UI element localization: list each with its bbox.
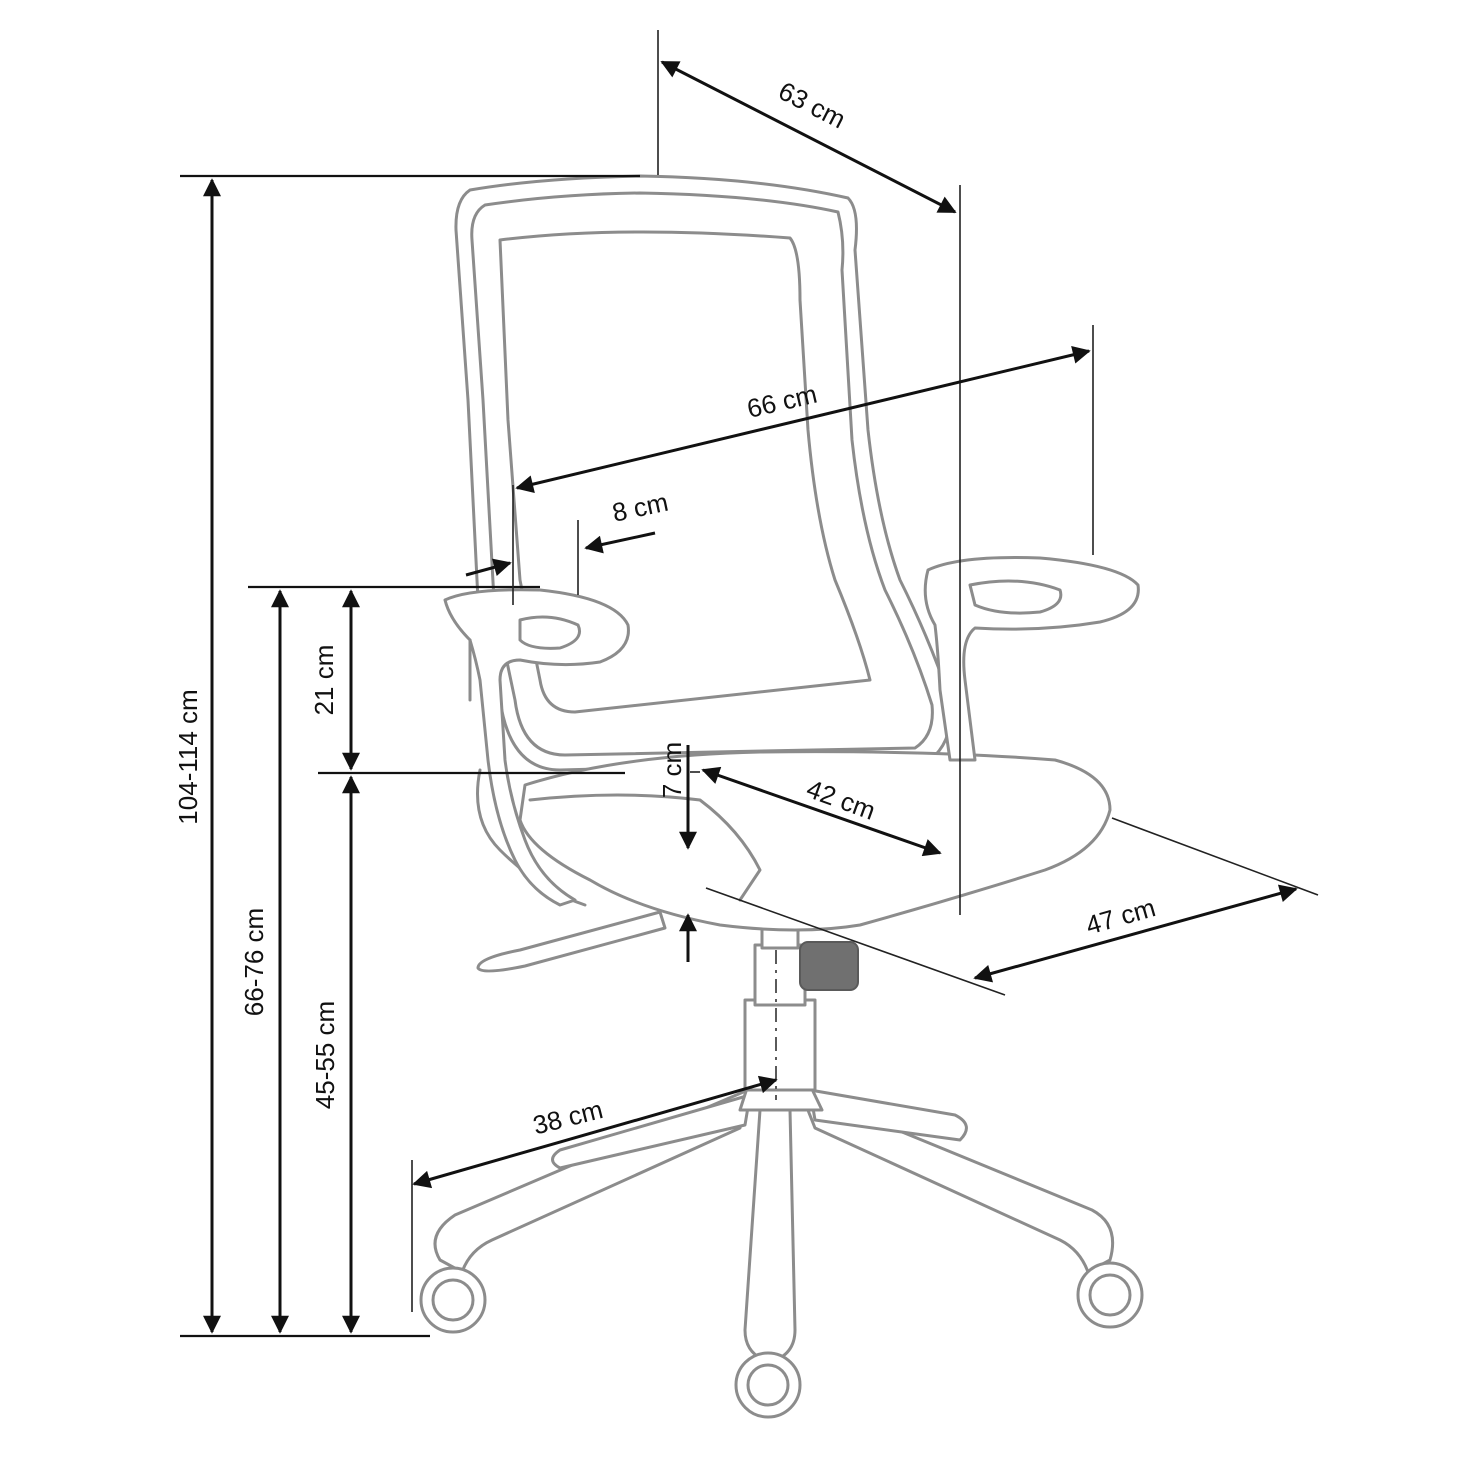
dim-arrow-seat-width bbox=[701, 766, 942, 857]
extension-lines bbox=[180, 30, 1319, 1338]
dim-arrow-armrest-width bbox=[515, 346, 1091, 493]
dim-arrow-armrest-pad-a bbox=[465, 558, 512, 577]
chair-casters bbox=[419, 1261, 1144, 1419]
label-seat-depth: 47 cm bbox=[1082, 892, 1158, 940]
dim-arrow-base-radius bbox=[412, 1075, 778, 1189]
chair-height-lever bbox=[476, 910, 667, 973]
chair-gas-column bbox=[743, 926, 817, 1100]
chair-left-armrest bbox=[443, 588, 630, 907]
label-seat-height: 45-55 cm bbox=[310, 1001, 340, 1109]
chair-backrest bbox=[454, 174, 953, 772]
dim-arrow-seat-depth bbox=[973, 884, 1298, 983]
label-armrest-height: 66-76 cm bbox=[239, 908, 269, 1016]
label-armrest-above-seat: 21 cm bbox=[309, 645, 339, 716]
label-total-height: 104-114 cm bbox=[173, 689, 203, 824]
chair-seat bbox=[476, 750, 1112, 932]
label-seat-thickness: 7 cm bbox=[657, 742, 687, 798]
dimension-lines bbox=[180, 30, 1319, 1338]
dim-arrow-top-depth bbox=[660, 60, 957, 214]
chair-tilt-knob bbox=[799, 941, 859, 991]
dim-arrow-armrest-pad-b bbox=[584, 531, 656, 554]
chair-right-armrest bbox=[923, 556, 1140, 762]
